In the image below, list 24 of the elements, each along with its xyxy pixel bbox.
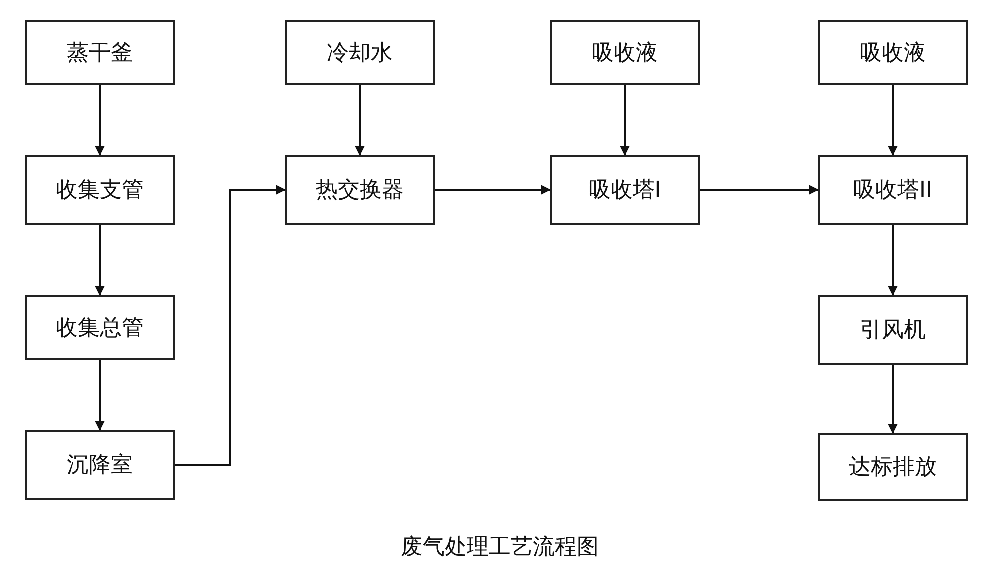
process-box: 达标排放 bbox=[818, 433, 968, 501]
arrow bbox=[95, 225, 105, 296]
process-box: 吸收液 bbox=[550, 20, 700, 85]
process-box: 沉降室 bbox=[25, 430, 175, 500]
arrow bbox=[888, 85, 898, 156]
arrow bbox=[888, 225, 898, 296]
arrow bbox=[700, 185, 819, 195]
process-box: 吸收塔I bbox=[550, 155, 700, 225]
process-box: 引风机 bbox=[818, 295, 968, 365]
arrow bbox=[620, 85, 630, 156]
arrow bbox=[175, 185, 286, 466]
process-box: 吸收塔II bbox=[818, 155, 968, 225]
arrow bbox=[355, 85, 365, 156]
arrow bbox=[435, 185, 551, 195]
process-box: 吸收液 bbox=[818, 20, 968, 85]
arrow bbox=[888, 365, 898, 434]
process-box: 收集总管 bbox=[25, 295, 175, 360]
process-box: 热交换器 bbox=[285, 155, 435, 225]
process-box: 收集支管 bbox=[25, 155, 175, 225]
process-box: 冷却水 bbox=[285, 20, 435, 85]
caption: 废气处理工艺流程图 bbox=[401, 535, 599, 560]
arrow bbox=[95, 85, 105, 156]
arrow bbox=[95, 360, 105, 431]
process-box: 蒸干釜 bbox=[25, 20, 175, 85]
